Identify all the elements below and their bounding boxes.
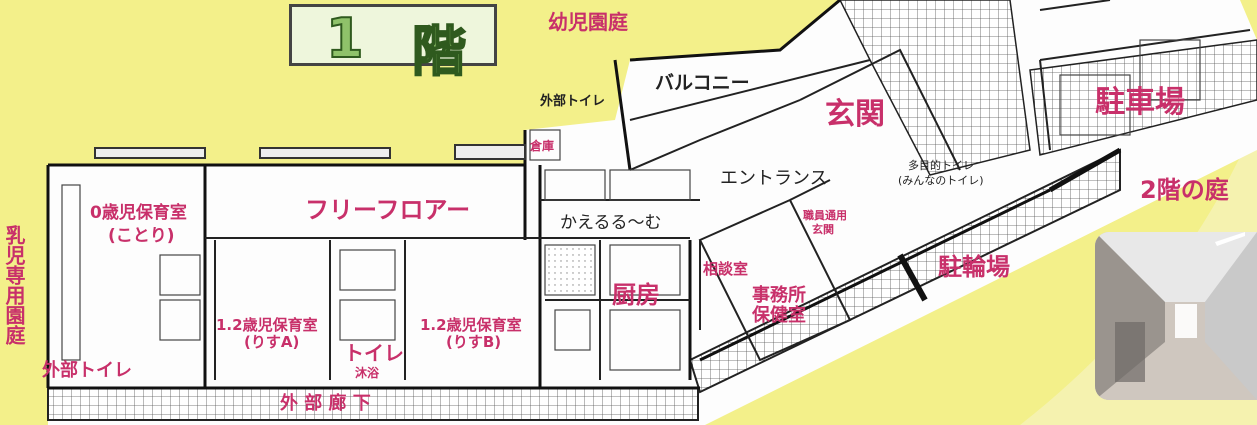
label-gaibu-toilet-bottom: 外部トイレ	[42, 360, 132, 381]
label-room12a-1: 1.2歳児保育室	[216, 316, 318, 334]
label-room0-2: (ことり)	[108, 226, 175, 246]
label-multi-toilet-1: 多目的トイレ	[908, 159, 974, 172]
corridor-photo	[1095, 232, 1257, 400]
label-2f-garden: 2階の庭	[1140, 176, 1229, 204]
label-mokuyoku: 沐浴	[355, 366, 380, 380]
label-gaibu-rouka: 外 部 廊 下	[280, 393, 371, 414]
label-free-floor: フリーフロアー	[305, 196, 471, 224]
label-nyuji-teien: 乳児専用園庭	[2, 225, 26, 345]
floor-number: 1	[325, 6, 365, 71]
label-staff-entrance-1: 職員通用	[803, 209, 847, 222]
label-kaeru-room: かえるる〜む	[560, 213, 662, 233]
label-room12b-2: (りすB)	[446, 333, 502, 351]
label-multi-toilet-2: (みんなのトイレ)	[898, 174, 984, 187]
label-office-1: 事務所	[752, 285, 806, 306]
label-yoji-teien: 幼児園庭	[548, 10, 628, 34]
label-chushajo: 駐車場	[1095, 85, 1185, 120]
label-room12b-1: 1.2歳児保育室	[420, 316, 522, 334]
label-balcony: バルコニー	[655, 72, 750, 94]
label-gaibu-toilet-top: 外部トイレ	[540, 94, 606, 109]
label-staff-entrance-2: 玄関	[812, 223, 834, 236]
label-office-2: 保健室	[752, 305, 806, 326]
entrance-tiles	[839, 0, 1031, 176]
label-kitchen: 厨房	[612, 281, 660, 309]
label-sosoko: 倉庫	[530, 139, 555, 153]
label-entrance: エントランス	[720, 168, 828, 189]
floor-kanji: 階	[411, 19, 467, 84]
label-toilet: トイレ	[344, 341, 404, 365]
corridor-photo-drawing	[1095, 232, 1257, 400]
label-room12a-2: (りすA)	[244, 333, 300, 351]
label-churinjo: 駐輪場	[938, 253, 1010, 281]
label-consult: 相談室	[703, 260, 749, 278]
label-room0-1: 0歳児保育室	[90, 203, 187, 223]
label-genkan: 玄関	[825, 97, 885, 132]
external-corridor	[47, 387, 699, 421]
floor-title: 1 階	[289, 4, 497, 84]
